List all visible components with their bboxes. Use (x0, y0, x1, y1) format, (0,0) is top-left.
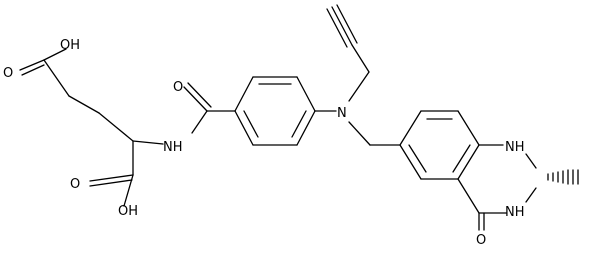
bond-benz-4 (296, 110, 316, 146)
bond-benz-inner-2 (291, 110, 307, 138)
bond-ch2-alkyne (351, 44, 370, 73)
bond-chain-3 (98, 112, 134, 142)
bond-nh-carbonyl (191, 110, 208, 134)
bond-qp-3 (525, 187, 537, 203)
bond-alkyne-3 (326, 8, 348, 48)
bond-alkyne-2 (336, 4, 358, 44)
bond-qp-2 (525, 153, 537, 169)
bond-alpha-nh (132, 140, 164, 145)
bond-qb-6 (399, 144, 422, 180)
bond-n-ch2-propargyl (348, 71, 370, 102)
bond-qb-inner-2 (452, 144, 471, 173)
bond-chain-2 (68, 95, 100, 114)
bond-lines (19, 4, 537, 231)
atom-labels: OH O O NH N O OH NH NH O (3, 38, 525, 248)
bond-chain-1 (43, 59, 70, 97)
bond-amide-o-b (187, 82, 212, 108)
bond-n-ch2-benzyl (348, 121, 371, 146)
bond-amide-o-a (183, 86, 208, 112)
atom-n-tertiary: N (337, 106, 347, 121)
bond-benz-6 (234, 110, 254, 146)
bond-qb-3 (457, 110, 480, 146)
bond-c-o-double-top-b (21, 64, 45, 76)
hashed-wedge-bond (547, 169, 579, 185)
atom-oh-lower: OH (118, 204, 138, 219)
atom-nh-amide: NH (163, 140, 183, 155)
atom-o-carbonyl-left: O (3, 66, 13, 81)
bond-qb-inner-3 (408, 144, 427, 173)
bond-benz-1 (234, 76, 254, 112)
bond-oh-c-top (43, 48, 67, 61)
bond-c-o-double-lower-b (89, 179, 133, 187)
bond-benz-inner-3 (243, 110, 259, 138)
bond-qp-5 (457, 178, 480, 214)
atom-o-amide: O (173, 80, 183, 95)
bond-qb-4 (457, 144, 480, 180)
bond-c-o-double-top-a (19, 59, 45, 71)
bond-qb-1 (399, 110, 422, 146)
bond-alkyne-1 (331, 6, 353, 46)
atom-nh-ring-3: NH (505, 205, 525, 220)
atom-nh-ring-1: NH (505, 140, 525, 155)
atom-o-lactam: O (476, 233, 486, 248)
atom-o-acid-lower: O (70, 177, 80, 192)
atom-oh-top: OH (60, 38, 80, 53)
bond-c-o-double-lower-a (89, 174, 134, 182)
bond-c-oh-lower (123, 174, 134, 207)
bond-benz-3 (296, 76, 316, 112)
